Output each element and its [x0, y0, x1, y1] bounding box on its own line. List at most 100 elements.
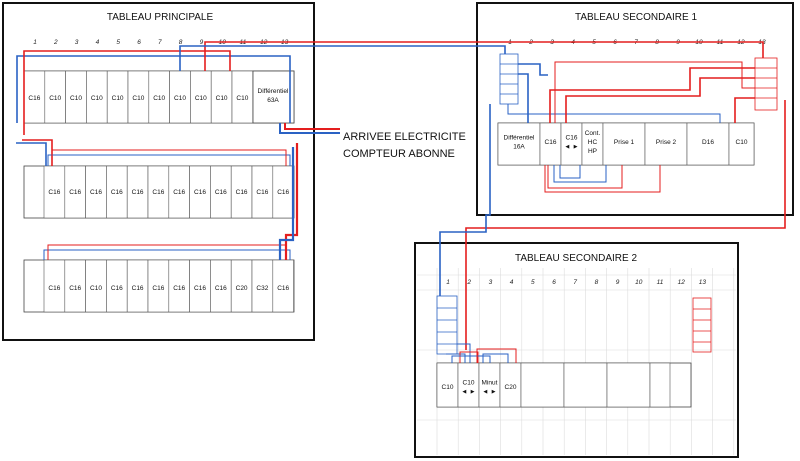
ts1-to-ts2-phase — [465, 100, 786, 350]
tableau-principale-title: TABLEAU PRINCIPALE — [107, 12, 214, 23]
ts1-module-label: Différentiel — [504, 135, 536, 142]
ts1-phase-terminal — [754, 57, 778, 111]
breaker-label: C16 — [173, 189, 185, 196]
ts2-module — [606, 362, 651, 408]
breaker-label: C16 — [132, 189, 144, 196]
ts1-loop-1 — [547, 165, 623, 189]
breaker-label: C16 — [256, 189, 268, 196]
breaker-label: C16 — [48, 285, 60, 292]
ts2-grid — [417, 268, 736, 455]
ts2-module-label: C10 — [442, 384, 454, 391]
breaker-label: C10 — [90, 285, 102, 292]
ts1-n-1 — [518, 63, 548, 76]
tableau-secondaire-2-title: TABLEAU SECONDAIRE 2 — [515, 253, 638, 264]
ts1-module-label: 16A — [513, 144, 525, 151]
ts2-phase-terminal — [692, 297, 712, 353]
breaker-label: C10 — [49, 95, 61, 102]
ts1-module-label: Prise 2 — [656, 139, 677, 146]
breaker-label: C32 — [256, 285, 268, 292]
column-number: 9 — [616, 279, 620, 286]
breaker-label: C16 — [90, 189, 102, 196]
column-number: 11 — [657, 279, 664, 286]
column-number: 5 — [116, 39, 120, 46]
ts2-n-2 — [446, 353, 466, 363]
breaker-label: C16 — [194, 189, 206, 196]
tp-supply-neutral — [278, 147, 295, 260]
tp-diff-label-1: Différentiel — [258, 88, 290, 95]
column-number: 8 — [595, 279, 599, 286]
ts1-n-bus — [507, 104, 721, 123]
breaker-label: C16 — [215, 285, 227, 292]
ts2-module-label: Minut — [482, 380, 498, 387]
tableau-secondaire-1-title: TABLEAU SECONDAIRE 1 — [575, 12, 698, 23]
ts1-module-label: Cont. — [585, 130, 601, 137]
tp-row2-phase-bus — [51, 149, 287, 166]
breaker-label: C10 — [70, 95, 82, 102]
breaker-module — [272, 259, 294, 313]
breaker-label: C16 — [277, 285, 289, 292]
ts2-n-1 — [457, 343, 471, 363]
breaker-label: C16 — [69, 189, 81, 196]
ts2-module — [520, 362, 565, 408]
ts1-loop-3 — [544, 165, 661, 193]
ts1-module-label: ◄ ► — [564, 144, 579, 151]
column-number: 10 — [635, 279, 643, 286]
breaker-label: C10 — [236, 95, 248, 102]
ts1-module — [644, 122, 688, 166]
breaker-label: C16 — [132, 285, 144, 292]
ts2-module — [649, 362, 671, 408]
tp-diff-label-2: 63A — [267, 97, 279, 104]
ts2-p-2 — [476, 348, 517, 363]
arrivee-neutral — [279, 123, 340, 134]
ts1-n-2 — [518, 73, 529, 123]
column-number: 4 — [96, 39, 100, 46]
breaker-label: C16 — [277, 189, 289, 196]
breaker-label: C20 — [236, 285, 248, 292]
tp-row3-neutral-bus — [43, 249, 291, 260]
breaker-label: C10 — [91, 95, 103, 102]
ts2-p-1 — [459, 351, 479, 363]
breaker-label: C16 — [28, 95, 40, 102]
ts1-module-label: Prise 1 — [614, 139, 635, 146]
ts1-p-4 — [554, 61, 755, 123]
column-number: 5 — [531, 279, 535, 286]
ts1-to-ts2-neutral — [439, 104, 491, 296]
breaker-label: C10 — [216, 95, 228, 102]
ts1-neutral-terminal — [499, 53, 519, 105]
tableau-principale-frame — [2, 2, 315, 341]
column-number: 4 — [510, 279, 514, 286]
ts1-module-label: D16 — [702, 139, 714, 146]
arrivee-line-1: ARRIVEE ELECTRICITE — [343, 131, 466, 143]
tp-to-ts1-phase — [204, 41, 764, 71]
ts1-module — [728, 122, 755, 166]
breaker-label: C10 — [112, 95, 124, 102]
ts2-module-label: C20 — [505, 384, 517, 391]
ts1-loop-4 — [559, 165, 581, 179]
breaker-label: C10 — [132, 95, 144, 102]
tp-row2-neutral-bus — [47, 154, 291, 166]
tp-top-phase-bus — [23, 50, 231, 135]
tableau-secondaire-1-frame — [476, 2, 794, 216]
ts2-module-label: ◄ ► — [461, 389, 476, 396]
ts2-module — [563, 362, 608, 408]
breaker-label: C16 — [111, 285, 123, 292]
ts2-n-4 — [482, 353, 509, 363]
arrivee-phase — [284, 123, 340, 130]
wiring — [16, 41, 786, 363]
ts1-loop-2 — [553, 165, 607, 183]
column-number: 2 — [53, 39, 58, 46]
column-number: 2 — [466, 279, 471, 286]
ts1-module-label: C16 — [566, 135, 578, 142]
column-number: 6 — [137, 39, 141, 46]
column-number: 8 — [179, 39, 183, 46]
breaker-label: C16 — [111, 189, 123, 196]
column-number: 13 — [699, 279, 707, 286]
